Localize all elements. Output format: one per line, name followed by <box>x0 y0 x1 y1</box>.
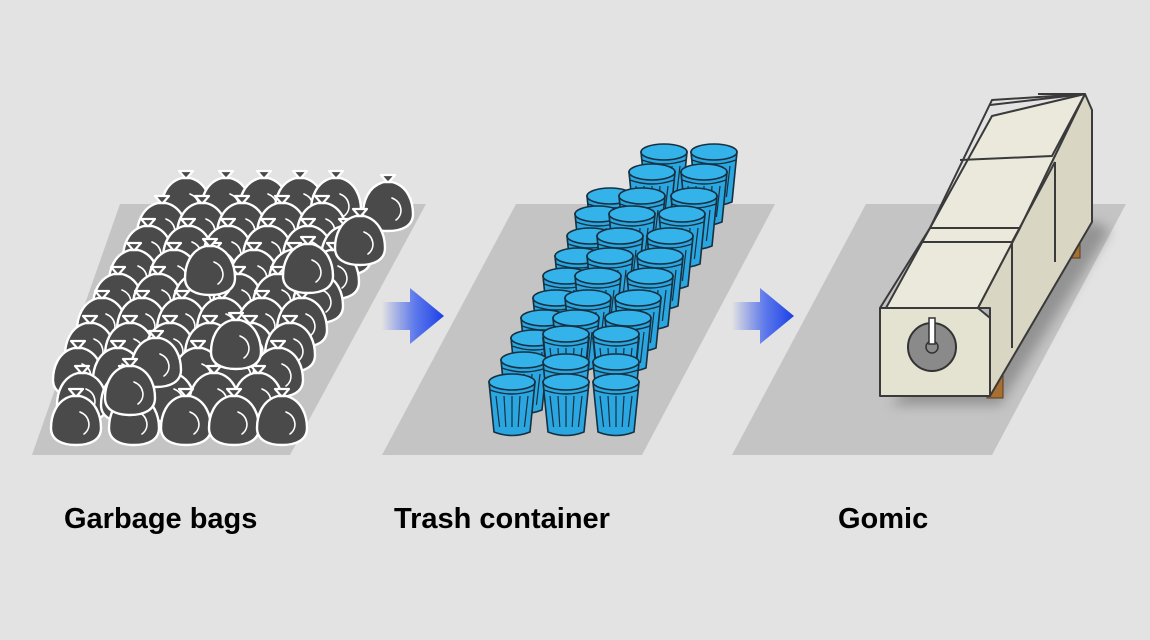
garbage-bag-icon <box>159 387 213 447</box>
garbage-bag-pile-icon <box>49 169 415 447</box>
garbage-bag-icon <box>361 173 415 233</box>
stage-label-gomic: Gomic <box>838 503 929 535</box>
gomic-compactor-icon <box>879 93 1110 405</box>
garbage-bag-icon <box>255 387 309 447</box>
garbage-bag-icon <box>209 311 263 371</box>
garbage-bag-icon <box>333 207 387 267</box>
arrow-right-icon <box>732 288 794 344</box>
garbage-bag-icon <box>49 387 103 447</box>
arrow-right-icon <box>382 288 444 344</box>
garbage-bag-icon <box>103 357 157 417</box>
garbage-bag-icon <box>207 387 261 447</box>
trash-can-icon <box>488 373 536 437</box>
garbage-bag-icon <box>281 235 335 295</box>
stage-label-trash-container: Trash container <box>394 503 610 535</box>
trash-can-icon <box>542 373 590 437</box>
trash-can-stack-icon <box>488 143 738 437</box>
garbage-bag-icon <box>183 237 237 297</box>
stage-label-garbage-bags: Garbage bags <box>64 503 258 535</box>
trash-can-icon <box>592 373 640 437</box>
